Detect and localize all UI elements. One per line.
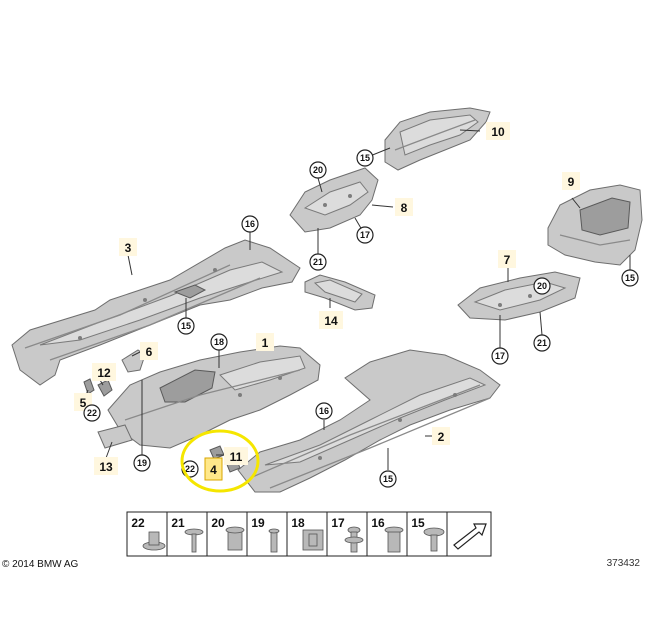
- callout-21-top[interactable]: 21: [309, 253, 327, 271]
- label-1[interactable]: 1: [256, 333, 274, 351]
- label-9[interactable]: 9: [562, 172, 580, 190]
- svg-text:22: 22: [87, 408, 97, 418]
- svg-text:15: 15: [181, 321, 191, 331]
- svg-text:15: 15: [411, 516, 425, 530]
- label-10[interactable]: 10: [486, 122, 510, 140]
- label-3[interactable]: 3: [119, 238, 137, 256]
- part-14-strip[interactable]: [304, 274, 376, 311]
- part-13-cover[interactable]: [97, 424, 133, 449]
- callout-20-top[interactable]: 20: [309, 161, 327, 179]
- svg-text:17: 17: [360, 230, 370, 240]
- svg-text:20: 20: [211, 516, 225, 530]
- part-2-underbody-panel[interactable]: [237, 349, 501, 493]
- label-6[interactable]: 6: [140, 342, 158, 360]
- callout-15-right[interactable]: 15: [621, 269, 639, 287]
- label-8[interactable]: 8: [395, 198, 413, 216]
- svg-text:12: 12: [97, 366, 111, 380]
- label-12[interactable]: 12: [92, 363, 116, 381]
- part-8-center-shield[interactable]: [289, 167, 379, 233]
- svg-text:22: 22: [131, 516, 145, 530]
- svg-text:19: 19: [251, 516, 265, 530]
- svg-text:11: 11: [230, 450, 243, 464]
- part-11-clip[interactable]: [209, 445, 225, 460]
- svg-text:21: 21: [537, 338, 547, 348]
- svg-text:21: 21: [313, 257, 323, 267]
- svg-text:10: 10: [491, 125, 505, 139]
- callout-22-left[interactable]: 22: [83, 404, 101, 422]
- strip-cell-17[interactable]: [326, 511, 368, 557]
- part-3-underbody-panel[interactable]: [11, 239, 301, 386]
- callout-17-right[interactable]: 17: [491, 347, 509, 365]
- direction-arrow-icon: [453, 523, 487, 550]
- label-14[interactable]: 14: [319, 311, 343, 329]
- part-7-side-panel[interactable]: [457, 271, 581, 321]
- svg-text:20: 20: [313, 165, 323, 175]
- svg-text:19: 19: [137, 458, 147, 468]
- fastener-19-rivet: [268, 528, 280, 553]
- square-labels: 10 8 9 3 7 14 1 6: [74, 122, 580, 481]
- callout-15-left[interactable]: 15: [177, 317, 195, 335]
- circle-callouts: 15 20 17 21 16 15 15 20: [83, 149, 639, 488]
- strip-cell-19[interactable]: [246, 511, 288, 557]
- copyright-text: © 2014 BMW AG: [2, 559, 79, 570]
- strip-cell-arrow: [446, 511, 492, 557]
- svg-text:1: 1: [262, 336, 269, 350]
- svg-text:15: 15: [625, 273, 635, 283]
- svg-text:13: 13: [99, 460, 113, 474]
- callout-16-left[interactable]: 16: [241, 215, 259, 233]
- leader-lines: [85, 129, 631, 470]
- callout-15-top[interactable]: 15: [356, 149, 374, 167]
- svg-text:16: 16: [371, 516, 385, 530]
- fastener-16-expansion-rivet: [384, 526, 404, 553]
- callout-21-right[interactable]: 21: [533, 334, 551, 352]
- part-10-arch-liner[interactable]: [384, 107, 491, 171]
- fastener-strip: 22 21 20 19 18 17 16 15: [126, 511, 492, 557]
- callout-19[interactable]: 19: [133, 454, 151, 472]
- svg-text:18: 18: [291, 516, 305, 530]
- fastener-18-nut-clip: [302, 529, 324, 551]
- callout-20-right[interactable]: 20: [533, 277, 551, 295]
- fastener-15-screw: [423, 527, 445, 552]
- svg-text:22: 22: [185, 464, 195, 474]
- part-6-bracket[interactable]: [121, 349, 146, 373]
- callout-18[interactable]: 18: [210, 333, 228, 351]
- svg-text:15: 15: [360, 153, 370, 163]
- callout-15-bottom[interactable]: 15: [379, 470, 397, 488]
- svg-text:15: 15: [383, 474, 393, 484]
- fastener-21-screw: [184, 528, 204, 553]
- svg-text:4: 4: [210, 463, 217, 477]
- svg-text:2: 2: [438, 430, 445, 444]
- svg-text:16: 16: [319, 406, 329, 416]
- svg-text:17: 17: [331, 516, 345, 530]
- highlight-ring: [180, 429, 260, 493]
- part-5-clip[interactable]: [83, 378, 95, 395]
- label-2[interactable]: 2: [432, 427, 450, 445]
- part-9-wheel-arch[interactable]: [547, 184, 643, 266]
- svg-text:8: 8: [401, 201, 408, 215]
- part-1-center-panel[interactable]: [107, 345, 321, 449]
- callout-16-center[interactable]: 16: [315, 402, 333, 420]
- svg-text:17: 17: [495, 351, 505, 361]
- label-13[interactable]: 13: [94, 457, 118, 475]
- fastener-22-nut: [142, 531, 166, 551]
- svg-text:3: 3: [125, 241, 132, 255]
- svg-text:16: 16: [245, 219, 255, 229]
- svg-text:18: 18: [214, 337, 224, 347]
- label-7[interactable]: 7: [498, 250, 516, 268]
- svg-text:20: 20: [537, 281, 547, 291]
- svg-text:14: 14: [324, 314, 338, 328]
- svg-text:7: 7: [504, 253, 511, 267]
- figure-id: 373432: [607, 558, 641, 569]
- svg-text:9: 9: [568, 175, 575, 189]
- fastener-17-screw: [344, 526, 364, 553]
- fastener-20-clip: [225, 526, 245, 551]
- svg-text:21: 21: [171, 516, 185, 530]
- svg-text:6: 6: [146, 345, 153, 359]
- label-4-highlighted[interactable]: 4: [204, 457, 223, 481]
- part-12-clip[interactable]: [97, 379, 113, 397]
- callout-17-top[interactable]: 17: [356, 226, 374, 244]
- svg-text:5: 5: [80, 396, 87, 410]
- label-11[interactable]: 11: [224, 447, 248, 465]
